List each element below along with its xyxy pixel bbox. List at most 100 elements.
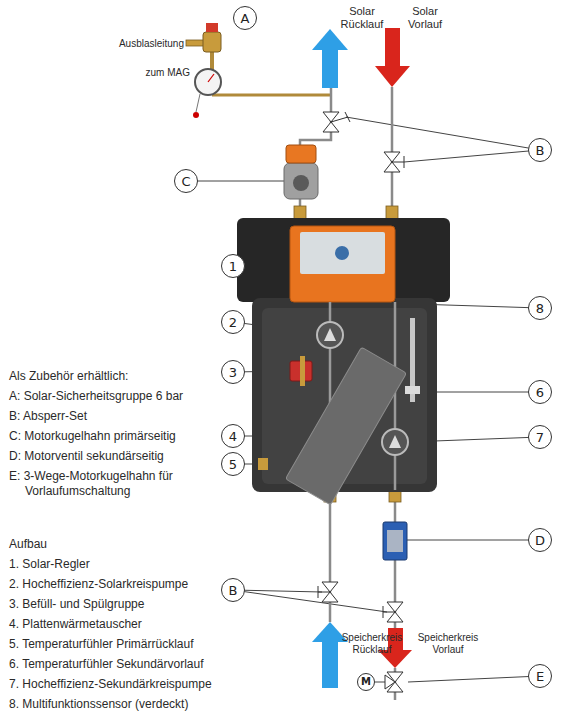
callout-marker: C: [174, 169, 198, 193]
storage-flow-arrow: [312, 622, 412, 688]
shutoff-valve: [384, 152, 400, 162]
callout-number: 3: [229, 366, 237, 379]
solar-flow-arrow: [375, 66, 410, 87]
circulation-pump: [324, 328, 336, 341]
callout-number: A: [241, 12, 250, 25]
shutoff-valve: [384, 162, 400, 172]
legend-item: 2. Hocheffizienz-Solarkreispumpe: [9, 577, 214, 592]
motor-ball-valve: [293, 175, 309, 191]
flow-label: zum MAG: [140, 67, 190, 79]
legend-item: A: Solar-Sicherheitsgruppe 6 bar: [9, 389, 214, 404]
leader-line: [408, 676, 540, 682]
solar-flow-arrow: [312, 28, 410, 88]
legend-item: 6. Temperaturfühler Sekundärvorlauf: [9, 657, 224, 672]
leader-line: [186, 117, 540, 682]
storage-flow-arrow: [322, 640, 338, 688]
legend-item: 3. Befüll- und Spülgruppe: [9, 597, 214, 612]
shutoff-valve: [387, 602, 403, 612]
solar-flow-arrow: [312, 29, 348, 50]
solar-flow-arrow: [385, 28, 400, 68]
shutoff-valve: [323, 122, 339, 132]
callout-number: 6: [536, 386, 544, 399]
callout-number: C: [181, 175, 190, 188]
fill-flush-group: [300, 356, 305, 386]
shutoff-valve: [383, 606, 384, 618]
shutoff-valve: [318, 592, 330, 593]
safety-group: [208, 74, 214, 82]
plate-heat-exchanger: [285, 347, 406, 505]
plate-heat-exchanger: [285, 347, 406, 505]
shutoff-valve: [392, 162, 404, 163]
callout-marker: 3: [221, 360, 245, 384]
motor-valve: [387, 530, 403, 552]
flow-label: Ausblasleitung: [100, 38, 184, 50]
safety-group: [203, 32, 221, 52]
solar-controller: [335, 246, 349, 260]
solar-controller: [290, 226, 395, 302]
legend-item: 8. Multifunktionssensor (verdeckt): [9, 697, 229, 712]
leader-line: [186, 181, 284, 182]
callout-number: 5: [229, 458, 237, 471]
callout-marker: 8: [528, 296, 552, 320]
leader-line: [233, 590, 387, 612]
leader-line: [346, 117, 540, 150]
list-heading: Aufbau: [9, 537, 209, 552]
motor-valve: [383, 522, 407, 560]
solar-controller: [300, 232, 385, 274]
shutoff-valve: [318, 586, 319, 598]
shutoff-valve: [387, 612, 403, 622]
callout-number: 4: [229, 430, 237, 443]
circulation-pump: [317, 322, 343, 348]
callout-number: 1: [229, 260, 237, 273]
internal-pipe: [394, 302, 397, 490]
safety-group: [196, 94, 200, 112]
shutoff-valve: [345, 112, 350, 122]
motor-ball-valve: [286, 145, 316, 163]
callout-marker: 4: [221, 424, 245, 448]
motor-valve: [383, 522, 407, 560]
brass-fitting: [386, 206, 398, 219]
legend-item: B: Absperr-Set: [9, 409, 214, 424]
circulation-pump: [389, 435, 401, 448]
shutoff-valve: [331, 117, 348, 122]
motor-symbol: M: [357, 673, 375, 691]
callout-marker: B: [221, 578, 245, 602]
safety-group: [193, 112, 199, 118]
flow-label: Speicherkreis Rücklauf: [336, 632, 408, 656]
callout-number: 8: [536, 302, 544, 315]
circulation-pump: [382, 429, 408, 455]
safety-group: [206, 23, 218, 32]
solar-flow-arrow: [322, 48, 338, 88]
callout-number: 2: [229, 316, 237, 329]
shutoff-valve: [383, 612, 395, 613]
safety-group: [186, 40, 204, 46]
legend-item: 7. Hocheffizienz-Sekundärkreispumpe: [9, 677, 229, 692]
legend-item: 4. Plattenwärmetauscher: [9, 617, 214, 632]
callout-marker: D: [528, 528, 552, 552]
motor-letter: M: [361, 677, 371, 687]
brass-fitting: [294, 206, 306, 219]
callout-number: 7: [536, 431, 544, 444]
circulation-pump: [317, 322, 408, 455]
flow-label: Solar Rücklauf: [337, 5, 387, 31]
callout-marker: E: [528, 664, 552, 688]
safety-group: [186, 23, 331, 118]
pipe: [300, 88, 331, 148]
temperature-sensor: [405, 386, 420, 394]
shutoff-valve: [322, 582, 338, 592]
temperature-sensor: [258, 318, 420, 470]
legend-item: D: Motorventil sekundärseitig: [9, 449, 214, 464]
pipe: [391, 87, 394, 210]
leader-line: [375, 682, 386, 683]
shutoff-valve: [322, 592, 338, 602]
callout-marker: A: [233, 6, 257, 30]
solar-controller: [290, 226, 395, 302]
motor-ball-valve: [284, 163, 318, 199]
three-way-valve: [385, 672, 403, 692]
callout-marker: 2: [221, 310, 245, 334]
callout-marker: B: [528, 138, 552, 162]
callout-marker: 7: [528, 425, 552, 449]
callout-number: B: [229, 584, 238, 597]
